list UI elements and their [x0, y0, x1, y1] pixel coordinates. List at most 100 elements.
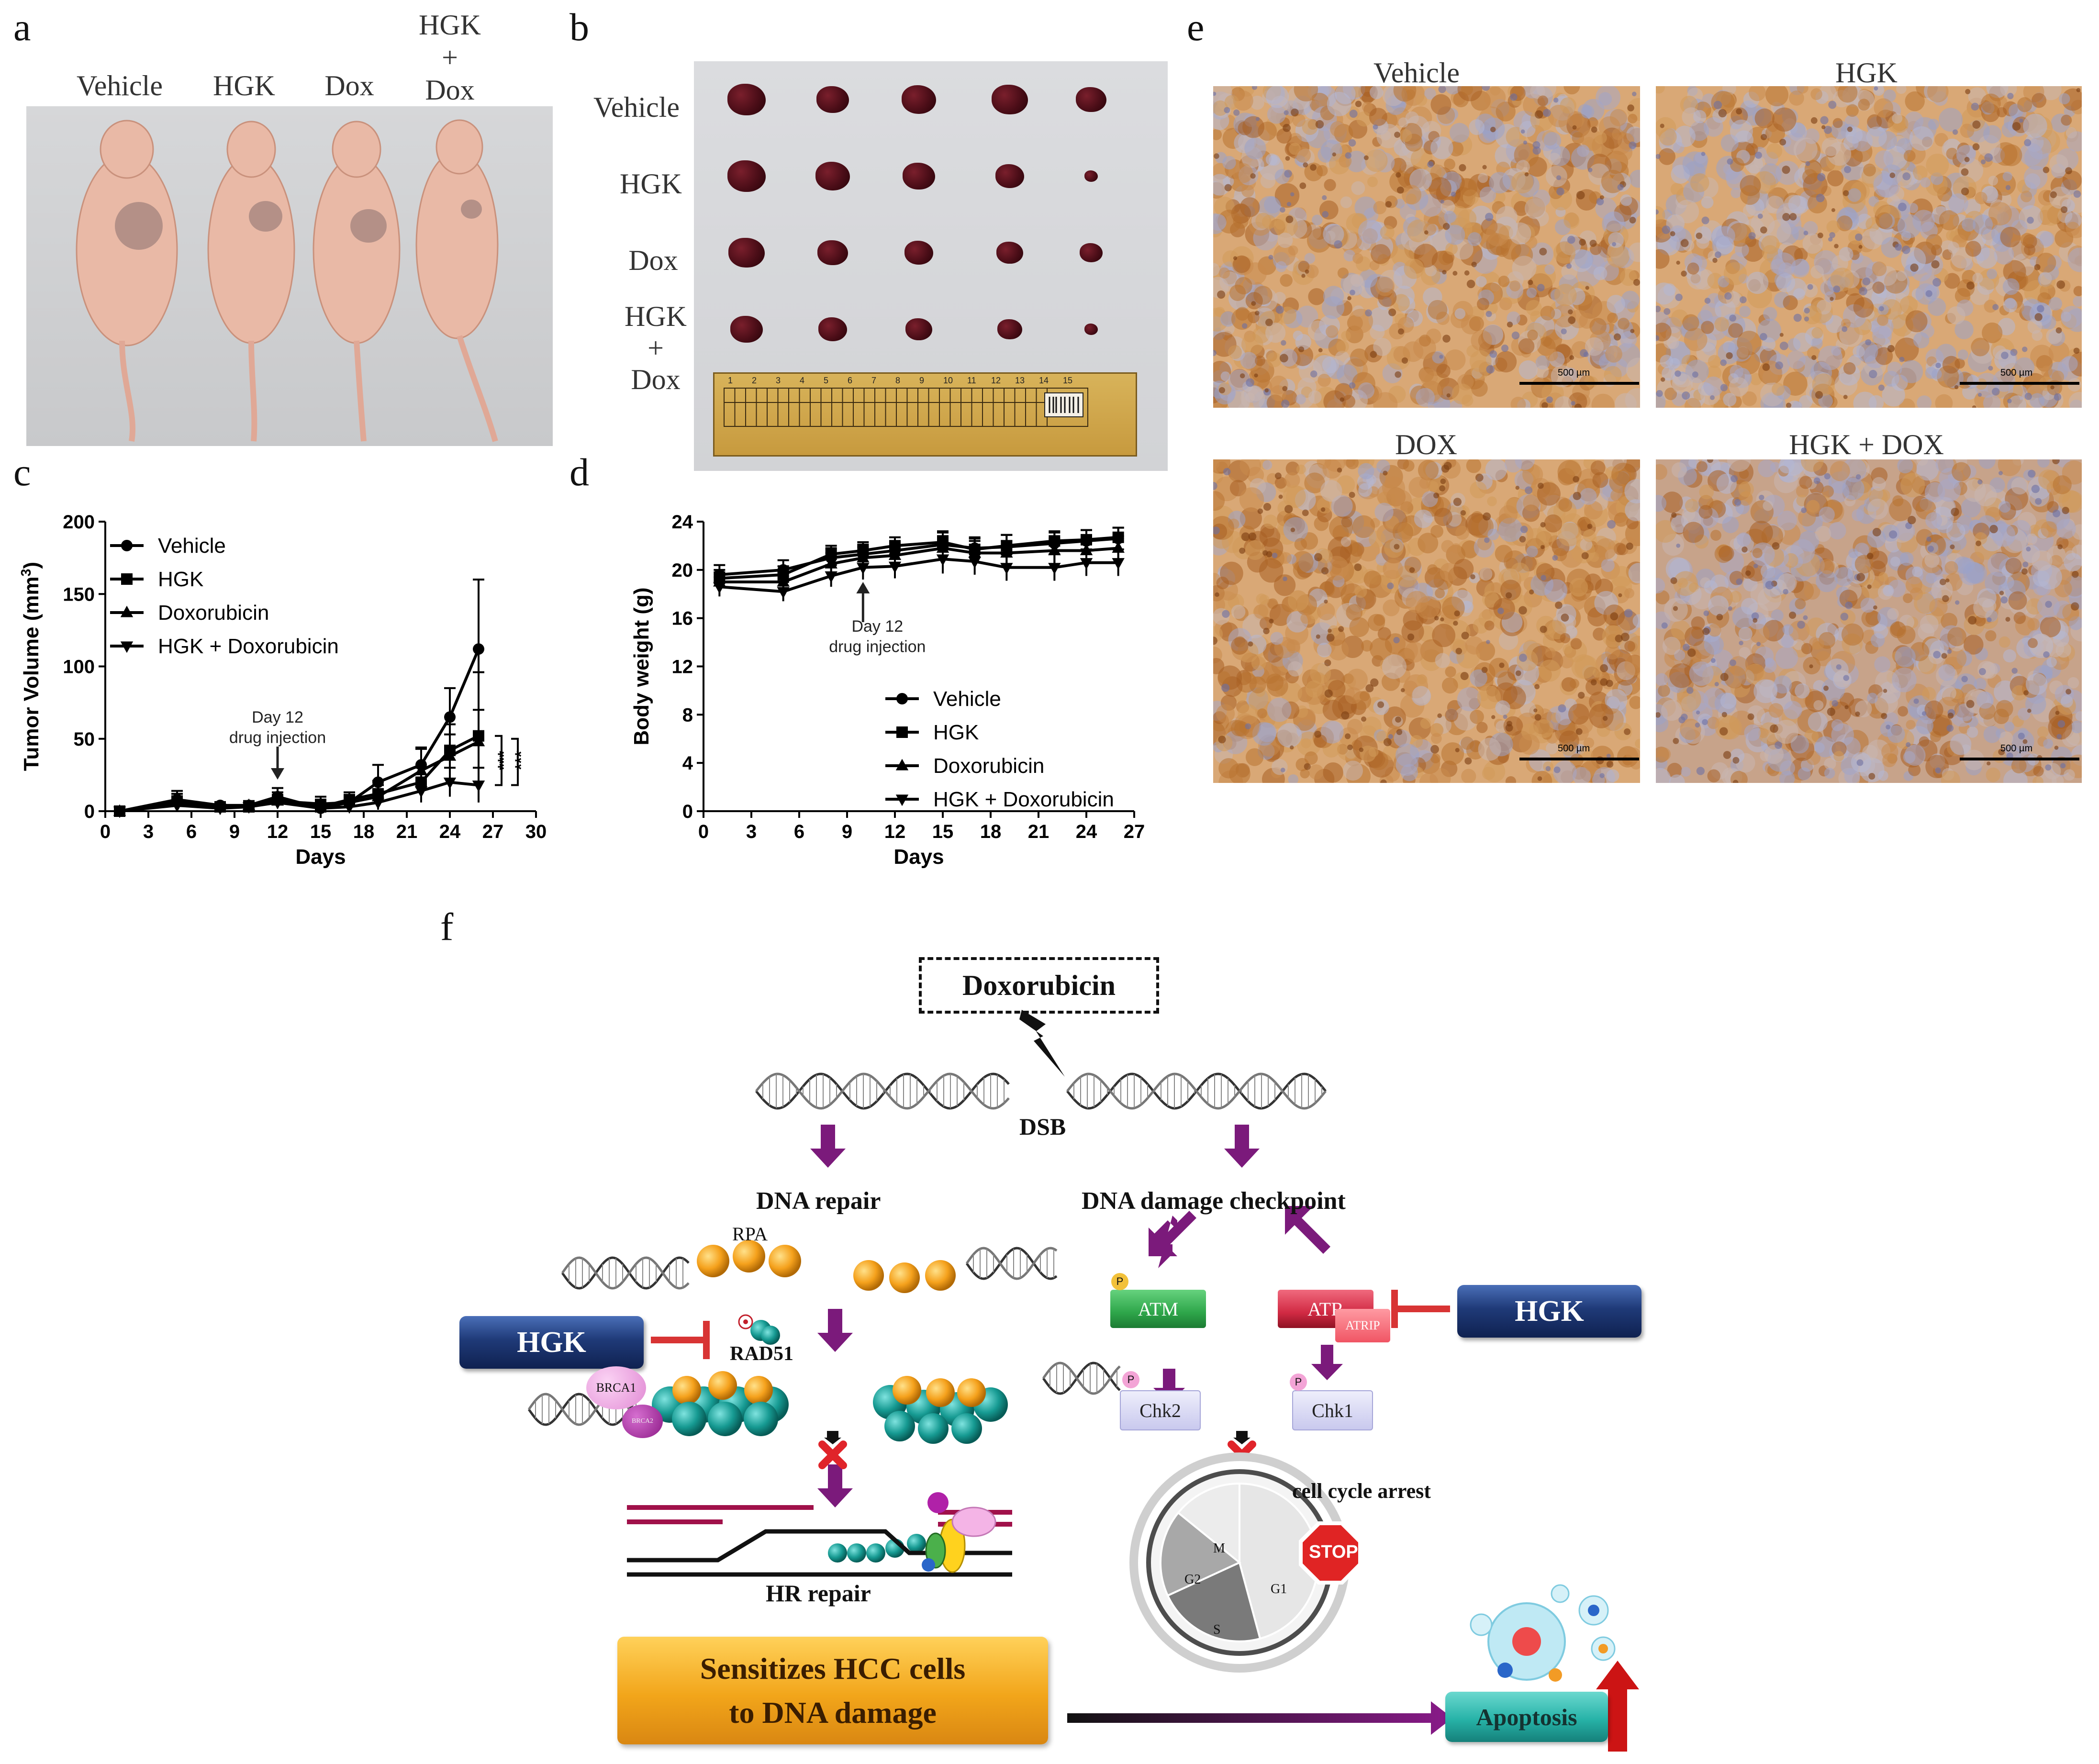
sensitize-box: Sensitizes HCC cells to DNA damage — [617, 1637, 1048, 1744]
increase-arrow-icon — [1596, 1661, 1639, 1752]
ruler-number: 6 — [848, 376, 853, 385]
atrip-box: ATRIP — [1335, 1309, 1390, 1342]
protein-ball — [925, 1260, 956, 1291]
legend-label: HGK — [158, 568, 203, 591]
data-point — [472, 780, 485, 792]
ihc-image-dox — [1213, 459, 1640, 783]
tumor — [728, 237, 765, 268]
hr-repair-illustration — [627, 1492, 1012, 1577]
x-tick-label: 24 — [439, 821, 461, 842]
mice-photo — [26, 106, 553, 446]
data-point — [1080, 558, 1093, 570]
hgk-box-right: HGK — [1457, 1285, 1641, 1338]
ruler-number: 1 — [728, 376, 733, 385]
scale-bar — [1519, 758, 1639, 760]
ihc-image-hgk — [1656, 86, 2082, 408]
data-point — [414, 763, 428, 775]
protein-ball — [884, 1411, 915, 1441]
legend-label: HGK + Doxorubicin — [933, 788, 1114, 811]
data-point — [777, 587, 790, 599]
tumor — [817, 240, 848, 266]
data-point — [777, 575, 790, 587]
ihc-title-hgk-dox: HGK + DOX — [1789, 429, 1944, 460]
annotation-arrowhead — [856, 582, 870, 593]
sensitize-line-1: Sensitizes HCC cells — [700, 1651, 966, 1686]
ruler-number: 2 — [752, 376, 757, 385]
phospho-chk2: P — [1122, 1371, 1139, 1388]
x-tick-label: 15 — [310, 821, 332, 842]
chk1-label: Chk1 — [1312, 1399, 1353, 1421]
y-tick-label: 8 — [682, 704, 693, 726]
tumor-row-label-vehicle: Vehicle — [593, 91, 680, 123]
ruler-number: 11 — [967, 376, 976, 385]
legend-marker — [895, 759, 909, 770]
x-tick-label: 27 — [482, 821, 504, 842]
dna-repair-label: DNA repair — [756, 1187, 881, 1215]
hgk-box-left: HGK — [459, 1316, 644, 1369]
phase-g2-label: G2 — [1184, 1572, 1201, 1587]
hgk-label: HGK — [1515, 1295, 1584, 1328]
protein-ball — [951, 1413, 982, 1444]
protein-ball — [744, 1402, 778, 1436]
legend-marker — [120, 605, 134, 617]
data-point — [371, 798, 385, 810]
y-tick-label: 16 — [672, 608, 693, 629]
tumor — [1084, 170, 1098, 182]
annotation-line-1: Day 12 — [851, 617, 903, 636]
y-tick-label: 4 — [682, 753, 693, 774]
annotation-line-2: drug injection — [229, 729, 326, 747]
x-tick-label: 6 — [794, 821, 804, 842]
dna-strand — [755, 1072, 1010, 1110]
hgk-label: HGK — [517, 1326, 586, 1359]
ihc-title-vehicle: Vehicle — [1373, 57, 1460, 89]
legend-marker — [895, 794, 909, 806]
x-tick-label: 15 — [932, 821, 954, 842]
protein-ball — [828, 1543, 847, 1563]
data-point — [443, 749, 457, 761]
significance-label: *** — [512, 751, 530, 770]
protein-ball — [893, 1376, 921, 1405]
brca2-bubble: BRCA2 — [622, 1405, 663, 1438]
tumor — [727, 84, 766, 115]
ruler-number: 5 — [824, 376, 829, 385]
ruler-number: 3 — [776, 376, 781, 385]
sensitize-line-2: to DNA damage — [729, 1695, 937, 1730]
dna-strand — [561, 1256, 690, 1290]
data-point — [444, 711, 456, 723]
data-point — [713, 582, 726, 594]
apoptotic-cell-icon — [1470, 1584, 1616, 1682]
x-tick-label: 9 — [842, 821, 852, 842]
rpa-label: RPA — [732, 1223, 768, 1245]
rad51-label: RAD51 — [730, 1343, 793, 1365]
ruler-grid — [724, 388, 1088, 427]
protein-ball — [761, 1326, 780, 1345]
tumor — [1080, 243, 1103, 262]
tumor — [905, 318, 932, 341]
x-tick-label: 9 — [229, 821, 240, 842]
x-axis-label: Days — [295, 845, 346, 869]
panel-label-e: e — [1187, 5, 1205, 49]
panel-label-b: b — [569, 5, 589, 49]
legend-label: Vehicle — [933, 687, 1001, 711]
dna-strand — [1042, 1362, 1121, 1395]
series-hgk-doxorubicin — [713, 543, 1125, 602]
chk1-box: Chk1 — [1292, 1390, 1373, 1430]
brca1-label: BRCA1 — [596, 1381, 636, 1395]
protein-ball — [744, 1376, 773, 1405]
tumor — [730, 315, 763, 343]
protein-ball — [847, 1543, 866, 1563]
dna-strand — [965, 1247, 1058, 1280]
ihc-title-dox: DOX — [1395, 429, 1457, 460]
dna-strand — [561, 1256, 690, 1290]
apoptosis-box: Apoptosis — [1445, 1692, 1608, 1742]
y-tick-label: 200 — [63, 512, 95, 533]
data-point — [1000, 563, 1013, 575]
tumor — [727, 160, 766, 192]
chk2-label: Chk2 — [1139, 1399, 1181, 1421]
tumor — [816, 86, 849, 113]
lightning-icon — [1019, 1010, 1065, 1077]
protein-ball — [907, 1534, 926, 1553]
tumor — [1084, 324, 1098, 335]
y-axis-label: Body weight (g) — [630, 588, 653, 746]
